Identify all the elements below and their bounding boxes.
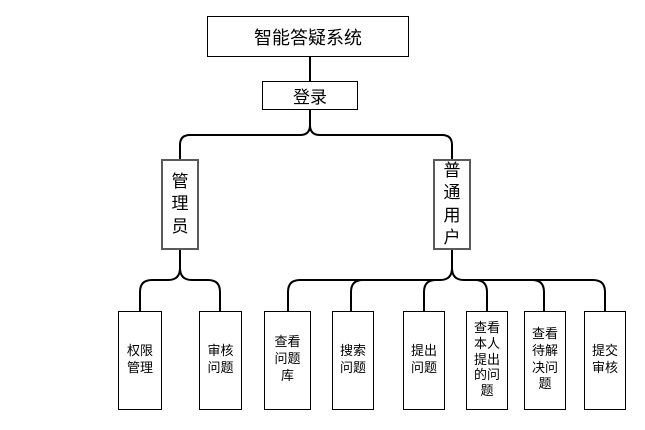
function-label-line: 查看 (531, 326, 558, 342)
connector-admin-children (139, 250, 221, 312)
admin-role-line: 管 (171, 172, 189, 193)
function-label-line: 待解 (531, 343, 558, 359)
function-label: 查看本人提出的问题 (474, 321, 500, 400)
admin-role-node: 管理员 (161, 159, 199, 250)
function-label-line: 审核 (591, 360, 618, 376)
admin-role-line: 理 (171, 194, 189, 215)
function-label: 审核问题 (207, 344, 233, 378)
login-node: 登录 (262, 81, 358, 110)
connector-login-roles (179, 110, 453, 160)
user-function-submit-review: 提交审核 (584, 311, 626, 410)
function-label-line: 问题 (339, 360, 366, 376)
user-role-line: 通 (443, 183, 461, 204)
function-label-line: 提交 (591, 343, 618, 359)
function-label-line: 提出 (473, 352, 500, 368)
function-label-line: 查看 (473, 320, 500, 336)
root-label: 智能答疑系统 (254, 27, 362, 49)
function-label: 提出问题 (411, 344, 437, 378)
user-role-line: 普 (443, 161, 461, 182)
user-function-view-pending: 查看待解决问题 (524, 311, 566, 410)
function-label-line: 问题 (207, 360, 234, 376)
function-label: 查看待解决问题 (532, 327, 558, 395)
login-label: 登录 (293, 88, 327, 108)
user-role-label: 普通用户 (444, 160, 461, 248)
function-label-line: 审核 (207, 343, 234, 359)
function-label-line: 题 (480, 384, 494, 400)
function-label-line: 搜索 (339, 343, 366, 359)
admin-role-line: 员 (171, 216, 189, 237)
user-role-node: 普通用户 (433, 159, 471, 250)
function-label: 搜索问题 (340, 344, 366, 378)
connector-user-children (287, 250, 606, 312)
function-label-line: 本人 (473, 336, 500, 352)
admin-function-review: 审核问题 (199, 311, 242, 410)
user-function-search: 搜索问题 (332, 311, 374, 410)
admin-function-permission: 权限管理 (118, 311, 162, 410)
function-label: 权限管理 (127, 344, 153, 378)
user-function-view-library: 查看问题库 (264, 311, 311, 410)
function-label: 提交审核 (592, 344, 618, 378)
function-label-line: 管理 (126, 360, 153, 376)
user-role-line: 户 (443, 227, 461, 248)
function-label-line: 库 (280, 368, 294, 384)
function-label-line: 决问 (531, 360, 558, 376)
function-label-line: 的问 (473, 368, 500, 384)
user-function-ask: 提出问题 (403, 311, 445, 410)
user-role-line: 用 (443, 205, 461, 226)
root-node: 智能答疑系统 (207, 16, 409, 57)
function-label-line: 查看 (274, 335, 301, 351)
function-label-line: 问题 (274, 352, 301, 368)
admin-role-label: 管理员 (172, 171, 189, 237)
function-label-line: 问题 (410, 360, 437, 376)
function-label: 查看问题库 (274, 335, 300, 386)
function-label-line: 题 (538, 377, 552, 393)
user-function-view-mine: 查看本人提出的问题 (466, 311, 508, 410)
function-label-line: 提出 (410, 343, 437, 359)
function-label-line: 权限 (126, 343, 153, 359)
